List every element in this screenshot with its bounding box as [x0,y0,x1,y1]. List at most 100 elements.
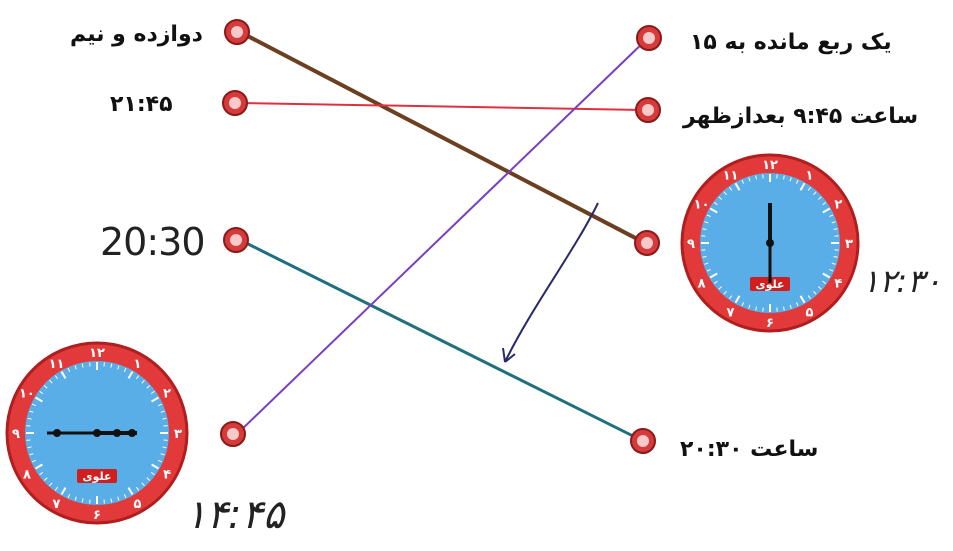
clock-tick [162,446,167,449]
clock-tick [795,179,799,184]
clock-tick [117,496,120,501]
clock-tick [755,306,757,311]
clock-tick [706,214,711,218]
clock-tick [31,403,36,407]
clock-tick [127,487,134,496]
clock-tick [29,410,34,413]
clock-tick [807,186,811,191]
clock-tick [729,295,733,300]
right-label-2: ساعت ۹:۴۵ بعدازظهر [683,104,919,129]
clock-tick [783,175,785,180]
node-right-3[interactable] [634,230,660,256]
clock-tick [718,286,723,290]
clock-tick [135,375,140,380]
clock-tick [39,471,44,476]
clock-numeral: ۷ [727,305,735,320]
node-right-1[interactable] [636,25,662,51]
clock-tick [729,186,733,191]
clock-tick [110,363,113,368]
clock-tick [49,482,53,487]
clock-tick [755,175,757,180]
clock-tick [127,370,134,379]
clock-tick [34,396,43,403]
clock-tick [706,268,711,272]
clock-tick [150,390,155,395]
clock-tick [29,453,34,456]
clock-tick [151,463,160,470]
clock-tick [158,403,163,407]
clock-tick [829,268,834,272]
clock-tick [822,272,831,279]
handwritten-time-right: ۱۲:۳۰ [862,262,942,300]
clock-tick [43,385,48,389]
clock-tick [81,363,84,368]
clock-tick [39,390,44,395]
clock-tick [799,182,806,191]
clock-tick [81,498,84,503]
clock-numeral: ۲ [163,387,171,402]
node-left-2[interactable] [222,90,248,116]
left-label-1: دوازده و نیم [70,22,203,47]
clock-tick [141,482,145,487]
clock-tick [807,295,811,300]
clock-tick [110,498,113,503]
clock-tick [67,367,71,372]
clock-tick [704,221,709,224]
clock-tick [783,306,785,311]
clock-tick [160,410,165,413]
right-label-1: یک ربع مانده به ۱۵ [690,30,892,55]
clock-numeral: ۱ [134,357,142,372]
clock-tick [748,304,751,309]
left-label-2: ۲۱:۴۵ [110,92,173,117]
left-label-3: 20:30 [100,220,206,264]
clock-tick [734,182,741,191]
clock-tick [141,379,145,384]
clock-tick [43,477,48,481]
clock-tick [723,191,727,196]
clock-tick [741,302,745,307]
clock-tick [54,375,59,380]
clock-numeral: ۱۲ [762,158,778,173]
node-right-2[interactable] [635,97,661,123]
clock-tick [723,290,727,295]
clock-tick [709,207,718,214]
svg-text:علوی: علوی [83,470,112,483]
clock-numeral: ۴ [163,468,171,483]
connection-line-brown [239,30,646,245]
node-left-1[interactable] [224,19,250,45]
clock-tick [822,207,831,214]
clock-tick [74,365,77,370]
clock-tick [831,262,836,265]
node-left-4[interactable] [220,421,246,447]
clock-numeral: ۶ [93,508,101,523]
clock-numeral: ۷ [53,497,61,512]
clock-tick [741,179,745,184]
clock-numeral: ۱ [806,169,814,184]
clock-tick [799,295,806,304]
clock-tick [829,214,834,218]
svg-text:علوی: علوی [756,278,785,291]
clock-tick [123,367,127,372]
clock-tick [702,256,707,258]
clock-tick [822,280,827,284]
clock-tick [817,196,822,200]
right-label-3: ساعت ۲۰:۳۰ [680,437,819,462]
node-left-3[interactable] [223,227,249,253]
clock-tick [146,385,151,389]
clock-numeral: ۵ [806,305,814,320]
clock-tick [151,396,160,403]
clock-tick [67,494,71,499]
handwritten-time-left: ۱۴:۴۵ [185,492,285,538]
clock-tick [74,496,77,501]
clock-numeral: ۴ [834,277,842,292]
clock-tick [117,365,120,370]
clock-numeral: ۳ [845,237,853,252]
node-right-bottom[interactable] [630,428,656,454]
clock-tick [31,459,36,463]
clock-tick [789,304,792,309]
clock-tick [713,202,718,206]
clock-numeral: ۹ [687,237,695,252]
clock-tick [748,177,751,182]
